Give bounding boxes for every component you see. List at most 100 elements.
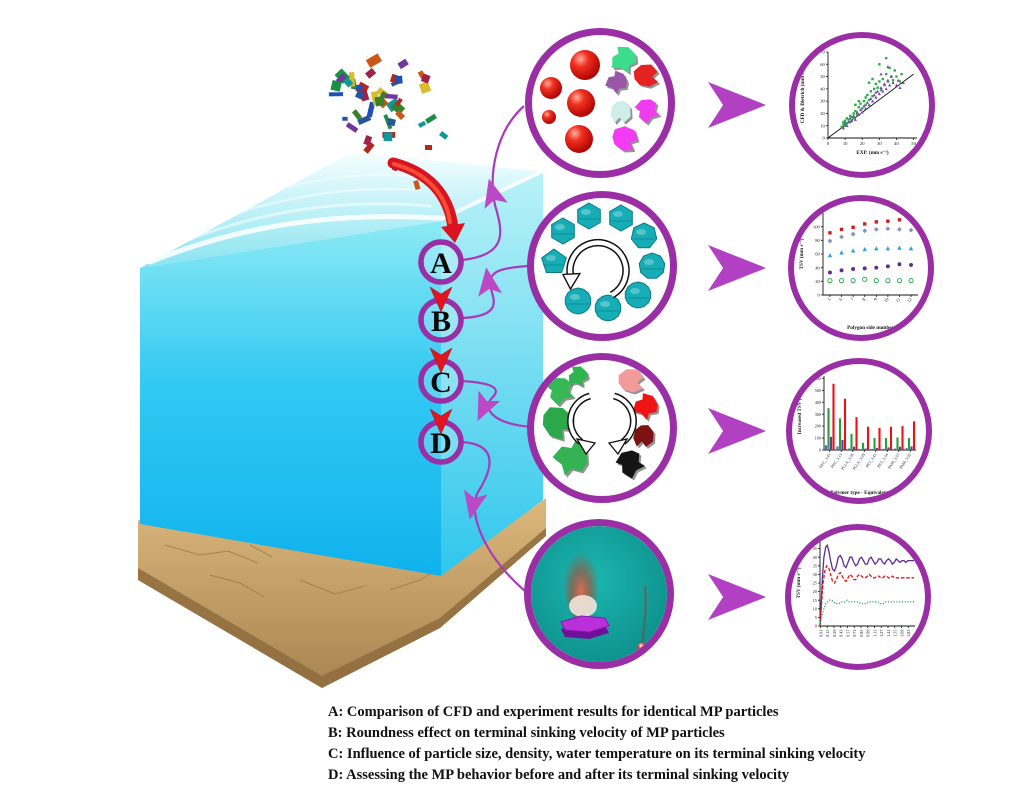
svg-text:20: 20 (813, 589, 817, 594)
cube-front-face (140, 221, 441, 576)
svg-text:1.41: 1.41 (886, 630, 891, 637)
svg-text:50: 50 (813, 538, 817, 543)
svg-text:100: 100 (813, 224, 821, 229)
svg-text:20: 20 (820, 111, 825, 116)
svg-text:0.43: 0.43 (839, 630, 844, 637)
svg-text:0.57: 0.57 (845, 630, 850, 637)
wave-foam (147, 169, 545, 265)
svg-text:50: 50 (820, 74, 825, 79)
label-letter-d: D (430, 427, 452, 460)
caption-line-d: D: Assessing the MP behavior before and … (328, 767, 790, 783)
svg-text:60: 60 (815, 252, 820, 257)
step-labels: A B C D (418, 239, 464, 465)
svg-text:0.71: 0.71 (852, 630, 857, 637)
svg-text:0.01: 0.01 (818, 630, 823, 637)
cube-right-face (441, 172, 543, 576)
svg-text:0: 0 (823, 136, 826, 141)
svg-text:8: 8 (861, 296, 867, 302)
plastic-flakes (603, 43, 665, 155)
svg-text:40: 40 (894, 141, 899, 146)
svg-text:45: 45 (813, 546, 817, 551)
svg-text:20: 20 (860, 141, 865, 146)
plunge-arrow-icon (387, 157, 465, 243)
svg-text:70: 70 (820, 50, 825, 55)
label-letter-b: B (431, 305, 451, 338)
cycle-arrows-icon (567, 392, 637, 456)
svg-text:50: 50 (911, 141, 916, 146)
svg-text:10: 10 (813, 606, 817, 611)
svg-text:11: 11 (894, 296, 901, 303)
svg-text:0: 0 (818, 293, 821, 298)
down-arrow-icon (429, 286, 453, 313)
svg-text:15: 15 (813, 598, 817, 603)
svg-text:30: 30 (813, 572, 817, 577)
svg-text:10: 10 (820, 123, 825, 128)
label-node-a: A (418, 239, 464, 285)
svg-text:10: 10 (843, 141, 848, 146)
svg-text:5: 5 (826, 296, 832, 302)
svg-text:40: 40 (815, 265, 820, 270)
connector-d (460, 440, 527, 593)
svg-text:300: 300 (815, 412, 821, 417)
connector-arrowheads (463, 178, 508, 520)
svg-text:60: 60 (820, 62, 825, 67)
cfd-wake-render-icon (531, 526, 667, 662)
svg-text:400: 400 (815, 400, 821, 405)
svg-text:EXP. (mm s⁻¹): EXP. (mm s⁻¹) (856, 149, 888, 156)
label-letter-c: C (430, 366, 452, 399)
microplastic-debris-cluster (328, 53, 449, 191)
svg-text:1.69: 1.69 (899, 630, 904, 637)
illustration-circle-roundness-ring (527, 191, 677, 341)
step-down-arrows (429, 286, 453, 435)
connector-c (460, 379, 533, 429)
svg-text:6: 6 (838, 296, 844, 302)
green-flakes (536, 364, 597, 483)
svg-text:5: 5 (815, 615, 817, 620)
illustration-circle-cfd-render (524, 519, 674, 669)
red-spheres (540, 50, 600, 153)
svg-text:200: 200 (815, 424, 821, 429)
svg-text:0.15: 0.15 (825, 630, 830, 637)
svg-text:20: 20 (815, 279, 820, 284)
sinking-particle (560, 615, 610, 639)
down-arrow-icon (429, 347, 453, 374)
small-particle (637, 642, 647, 652)
svg-text:1.83: 1.83 (906, 630, 911, 637)
caption-line-a: A: Comparison of CFD and experiment resu… (328, 704, 779, 720)
svg-text:0.85: 0.85 (859, 630, 864, 637)
svg-text:Increased TSV (%): Increased TSV (%) (796, 391, 803, 434)
svg-text:TSV (mm s⁻¹): TSV (mm s⁻¹) (795, 567, 802, 598)
cube-top-face (140, 152, 543, 268)
colored-flakes (612, 366, 665, 483)
water-cube (140, 152, 545, 576)
figure-captions: A: Comparison of CFD and experiment resu… (328, 702, 903, 786)
svg-text:7: 7 (850, 296, 856, 302)
svg-text:9: 9 (873, 296, 879, 302)
caption-line-b: B: Roundness effect on terminal sinking … (328, 725, 725, 741)
svg-text:0: 0 (827, 141, 830, 146)
svg-text:40: 40 (813, 555, 817, 560)
down-arrow-icon (429, 408, 453, 435)
svg-text:0: 0 (815, 624, 817, 629)
svg-text:600: 600 (815, 376, 821, 381)
svg-text:0: 0 (819, 448, 821, 453)
illustration-circle-spheres-flakes (525, 28, 675, 178)
connector-a (461, 105, 525, 262)
svg-text:0.29: 0.29 (832, 630, 837, 637)
svg-text:12: 12 (906, 296, 913, 303)
svg-text:40: 40 (820, 86, 825, 91)
caption-line-c: C: Influence of particle size, density, … (328, 746, 866, 762)
svg-text:10: 10 (883, 296, 890, 303)
svg-text:1.55: 1.55 (893, 630, 898, 637)
svg-text:30: 30 (820, 99, 825, 104)
polymer-flakes-cycle-icon (536, 364, 665, 483)
